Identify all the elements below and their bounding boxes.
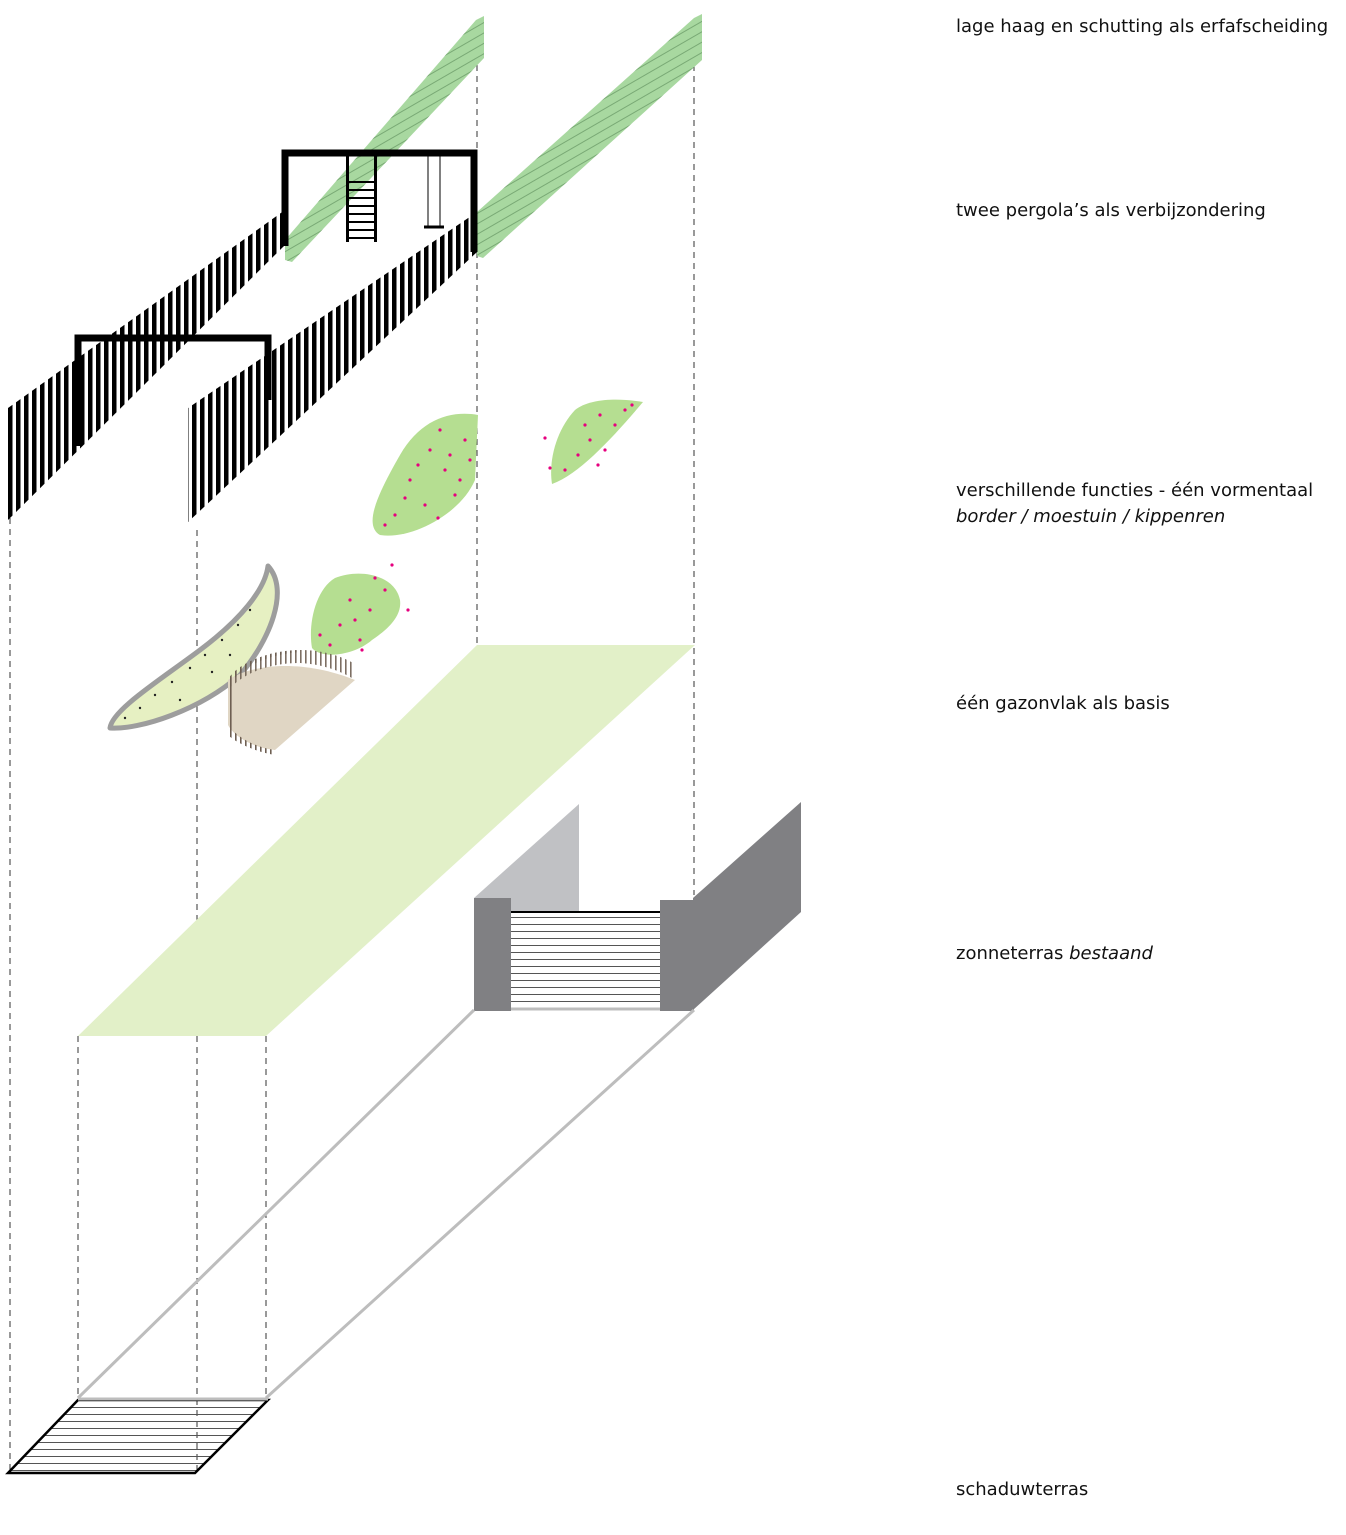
label-sun-terrace-text: zonneterras [956, 943, 1064, 964]
label-pergolas-text: twee pergola’s als verbijzondering [956, 200, 1266, 221]
chicken-run [228, 650, 355, 755]
shade-terrace [5, 1397, 272, 1475]
label-sun-terrace: zonneterras bestaand [956, 941, 1153, 967]
label-sun-terrace-note: bestaand [1069, 943, 1153, 964]
label-lawn: één gazonvlak als basis [956, 691, 1170, 717]
swing [424, 156, 444, 229]
label-hedge: lage haag en schutting als erfafscheidin… [956, 14, 1328, 40]
pergola-back [281, 149, 478, 252]
hedge-right [477, 14, 702, 258]
lawn-surface [78, 645, 695, 1036]
fence-right [188, 212, 477, 522]
hedge-left [285, 16, 484, 262]
raised-border-bed [107, 563, 280, 731]
ground-outline [76, 1008, 696, 1400]
planting-bed-upper-right [551, 399, 643, 484]
pergola-front [74, 334, 272, 446]
ladder-rungs [348, 181, 376, 239]
label-functions: verschillende functies - één vormentaal … [956, 478, 1313, 530]
label-functions-title: verschillende functies - één vormentaal [956, 480, 1314, 501]
label-functions-sub: border / moestuin / kippenren [956, 506, 1226, 527]
fence-left [8, 210, 285, 520]
planting-bed-upper-left [372, 413, 478, 536]
sun-terrace [474, 802, 801, 1011]
planting-bed-middle [310, 573, 401, 655]
label-pergolas: twee pergola’s als verbijzondering [956, 198, 1266, 224]
label-shade-terrace-text: schaduwterras [956, 1479, 1089, 1500]
label-lawn-text: één gazonvlak als basis [956, 693, 1170, 714]
label-shade-terrace: schaduwterras [956, 1477, 1088, 1503]
flower-dots [318, 403, 634, 652]
label-hedge-text: lage haag en schutting als erfafscheidin… [956, 16, 1329, 37]
